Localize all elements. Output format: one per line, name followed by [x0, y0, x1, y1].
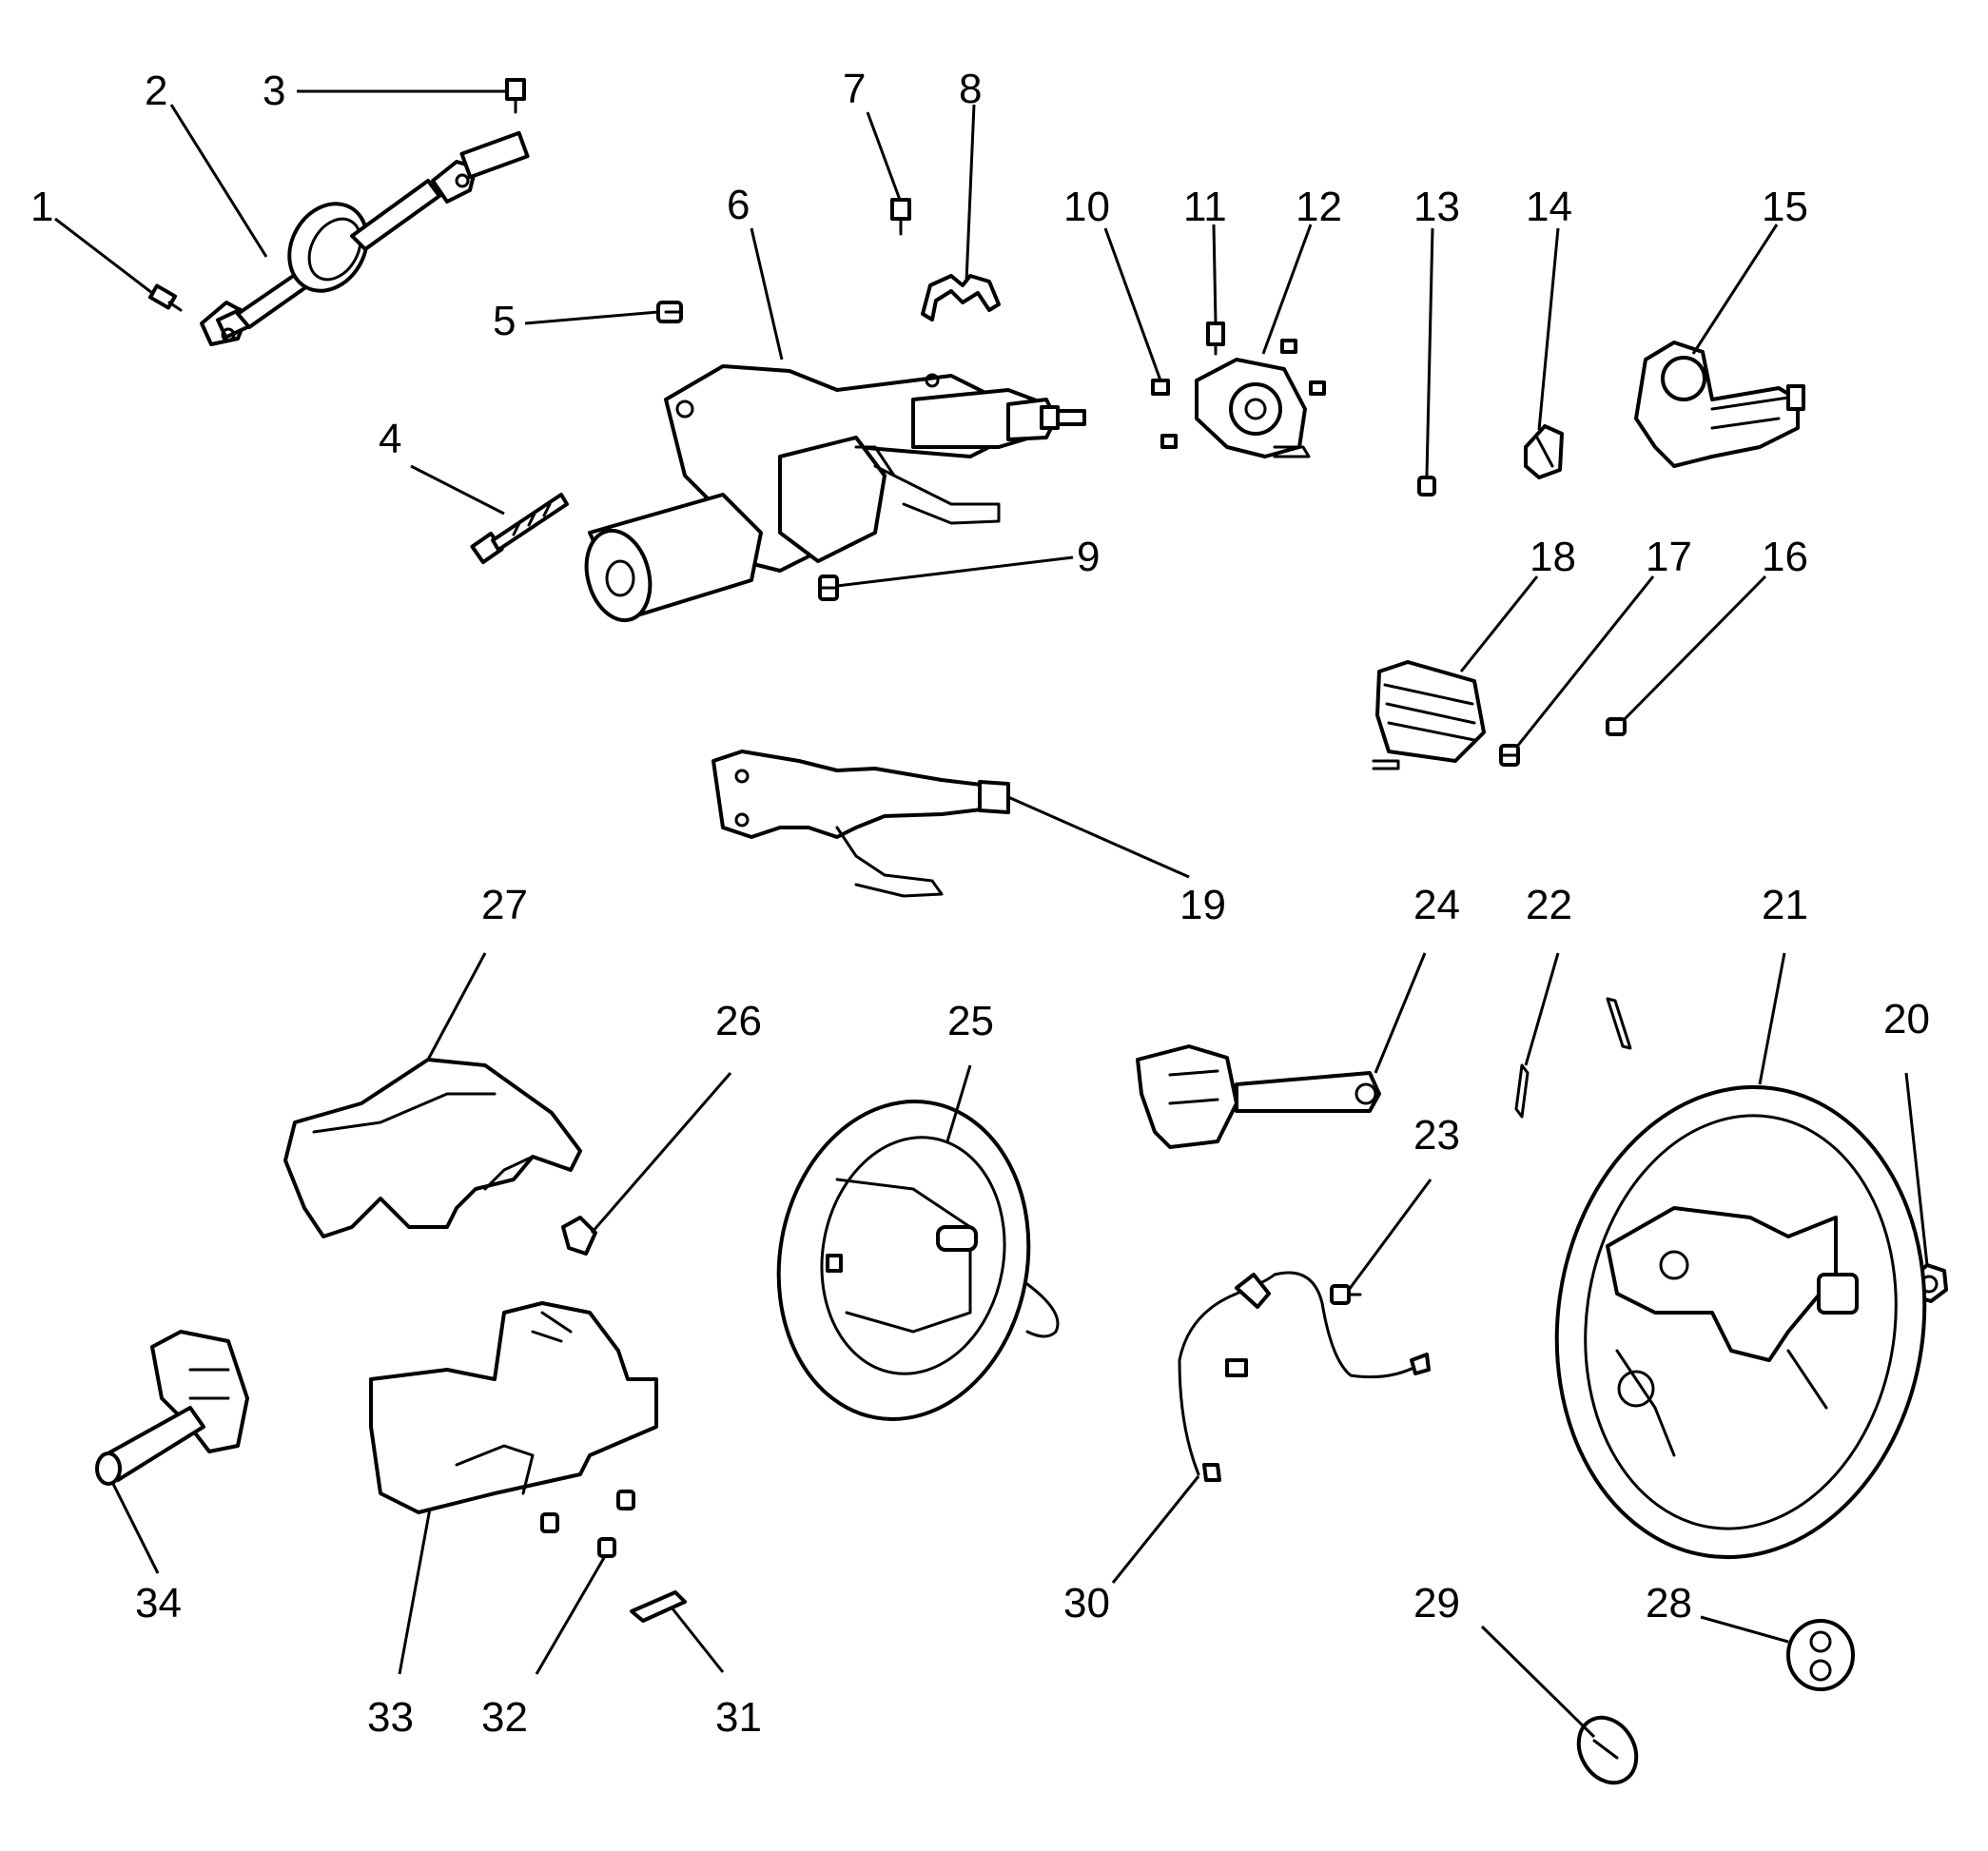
leader-lines: [54, 89, 1929, 1739]
part-32-screws: [540, 1490, 635, 1558]
part-1-bolt: [147, 283, 183, 312]
part-19-upper-column: [711, 750, 1010, 898]
part-7-bolt: [890, 198, 911, 236]
callout-26: 26: [715, 998, 762, 1044]
callout-30: 30: [1063, 1580, 1110, 1627]
callout-25: 25: [947, 998, 994, 1044]
callout-27: 27: [481, 882, 528, 928]
part-15-lock-housing: [1634, 341, 1805, 468]
callout-22: 22: [1526, 882, 1572, 928]
part-22-pins: [1514, 997, 1632, 1119]
callout-16: 16: [1762, 534, 1808, 580]
part-13-screw: [1417, 476, 1436, 497]
callout-19: 19: [1179, 882, 1226, 928]
callout-13: 13: [1413, 184, 1460, 230]
callout-10: 10: [1063, 184, 1110, 230]
callout-32: 32: [481, 1694, 528, 1741]
part-14-switch: [1524, 424, 1564, 479]
part-24-switch: [1136, 1044, 1381, 1149]
callout-3: 3: [263, 68, 285, 114]
callout-7: 7: [843, 66, 866, 112]
callout-23: 23: [1413, 1112, 1460, 1159]
part-28-trim: [1786, 1619, 1855, 1691]
callout-33: 33: [367, 1694, 414, 1741]
part-5-bolt: [656, 301, 683, 323]
part-18-module: [1372, 660, 1486, 770]
part-10-screw: [1151, 379, 1170, 396]
part-23-screw: [1330, 1284, 1362, 1305]
callout-1: 1: [30, 184, 53, 230]
part-27-upper-shroud: [283, 1058, 582, 1238]
callout-4: 4: [379, 416, 401, 462]
callout-15: 15: [1762, 184, 1808, 230]
callout-labels: 1 2 3 4 5 6 7 8 9 10 11 12 13 14 15 16 1…: [30, 66, 1930, 1741]
callout-28: 28: [1646, 1580, 1692, 1627]
callout-11: 11: [1183, 184, 1227, 230]
part-34-stalk-switch: [95, 1330, 249, 1486]
part-6-steering-column: [584, 364, 1086, 623]
part-25-airbag: [776, 1100, 1060, 1421]
callout-12: 12: [1296, 184, 1342, 230]
callout-17: 17: [1646, 534, 1692, 580]
part-30-harness: [1178, 1271, 1431, 1482]
callout-6: 6: [727, 182, 750, 228]
callout-2: 2: [145, 68, 167, 114]
callout-21: 21: [1762, 882, 1808, 928]
part-8-clip: [921, 274, 1001, 321]
callout-5: 5: [493, 298, 516, 344]
part-3-bolt: [505, 78, 526, 114]
part-26-clip: [561, 1216, 597, 1256]
callout-8: 8: [959, 66, 982, 112]
callout-9: 9: [1077, 534, 1100, 580]
part-9-bolt: [818, 575, 839, 601]
part-11-screw: [1206, 321, 1225, 356]
part-17-bolt: [1499, 744, 1520, 767]
part-4-long-bolt: [470, 493, 569, 565]
callout-34: 34: [135, 1580, 182, 1627]
callout-14: 14: [1526, 184, 1572, 230]
callout-29: 29: [1413, 1580, 1460, 1627]
part-2-intermediate-shaft: [200, 130, 530, 346]
part-16-cap: [1606, 717, 1627, 736]
callout-18: 18: [1530, 534, 1576, 580]
callout-24: 24: [1413, 882, 1460, 928]
part-12-housing: [1160, 339, 1326, 458]
part-31-trim: [630, 1590, 687, 1623]
part-29-emblem: [1576, 1715, 1639, 1785]
part-33-lower-shroud: [369, 1301, 658, 1514]
callout-20: 20: [1883, 996, 1930, 1042]
part-21-steering-wheel: [1554, 1084, 1927, 1560]
callout-31: 31: [715, 1694, 762, 1741]
